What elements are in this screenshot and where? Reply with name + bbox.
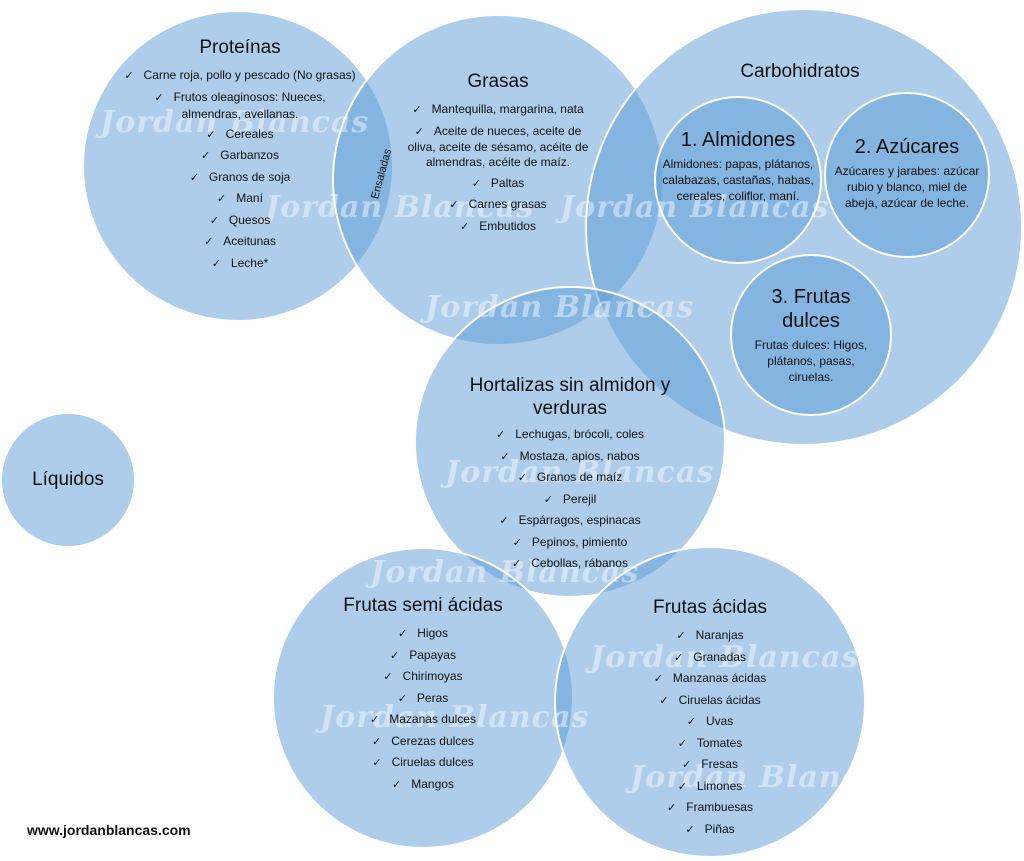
hortalizas-title: Hortalizas sin almidon y verduras <box>469 375 671 419</box>
group-proteinas: Proteínas Carne roja, pollo y pescado (N… <box>110 36 370 274</box>
list-item: Embutidos <box>398 216 598 238</box>
watermark: Jordan Blancas <box>560 190 830 225</box>
group-liquidos: Líquidos <box>10 468 126 497</box>
list-item: Papayas <box>323 645 523 667</box>
list-item: Mostaza, apios, nabos <box>460 446 680 468</box>
group-azucares: 2. Azúcares Azúcares y jarabes: azúcar r… <box>832 135 982 211</box>
semi-acidas-title: Frutas semi ácidas <box>343 595 503 616</box>
list-item: Fresas <box>610 754 810 776</box>
group-almidones: 1. Almidones Almidones: papas, plátanos,… <box>662 128 814 204</box>
list-item: Carnes grasas <box>398 194 598 216</box>
list-item: Peras <box>323 688 523 710</box>
group-acidas: Frutas ácidas Naranjas Granadas Manzanas… <box>610 596 810 840</box>
group-semi-acidas: Frutas semi ácidas Higos Papayas Chirimo… <box>323 594 523 795</box>
list-item: Granos de soja <box>110 167 370 189</box>
list-item: Cereales <box>110 124 370 146</box>
list-item: Paltas <box>398 173 598 195</box>
list-item: Mangos <box>323 774 523 796</box>
list-item: Frambuesas <box>610 797 810 819</box>
list-item: Cerezas dulces <box>323 731 523 753</box>
list-item: Granos de maíz <box>460 467 680 489</box>
list-item: Manzanas ácidas <box>610 668 810 690</box>
group-frutas-dulces: 3. Frutas dulces Frutas dulces: Higos, p… <box>751 285 871 385</box>
circle-frutas-dulces <box>730 254 892 416</box>
list-item: Frutos oleaginosos: Nueces, almendras, a… <box>110 87 370 124</box>
list-item: Mazanas dulces <box>323 709 523 731</box>
list-item: Uvas <box>610 711 810 733</box>
carbohidratos-title: Carbohidratos <box>700 60 900 89</box>
circle-azucares <box>824 92 990 258</box>
group-grasas: Grasas Mantequilla, margarina, nata Acei… <box>398 70 598 237</box>
list-item: Limones <box>610 776 810 798</box>
watermark: Jordan Blancas <box>425 290 695 325</box>
list-item: Quesos <box>110 210 370 232</box>
list-item: Aceite de nueces, aceite de oliva, aceit… <box>398 121 598 173</box>
azucares-title: 2. Azúcares <box>854 136 960 158</box>
list-item: Ciruelas dulces <box>323 752 523 774</box>
list-item: Cebollas, rábanos <box>460 553 680 575</box>
almidones-desc: Almidones: papas, plátanos, calabazas, c… <box>662 157 814 203</box>
list-item: Espárragos, espinacas <box>460 510 680 532</box>
list-item: Mantequilla, margarina, nata <box>398 99 598 121</box>
acidas-title: Frutas ácidas <box>652 597 768 618</box>
list-item: Perejil <box>460 489 680 511</box>
circle-almidones <box>654 96 822 264</box>
carbohidratos-title-text: Carbohidratos <box>740 61 860 82</box>
list-item: Maní <box>110 188 370 210</box>
list-item: Ciruelas ácidas <box>610 690 810 712</box>
azucares-desc: Azúcares y jarabes: azúcar rubio y blanc… <box>834 164 980 210</box>
list-item: Carne roja, pollo y pescado (No grasas) <box>110 65 370 87</box>
grasas-title: Grasas <box>467 71 529 92</box>
list-item: Garbanzos <box>110 145 370 167</box>
list-item: Naranjas <box>610 625 810 647</box>
frutas-dulces-title: 3. Frutas dulces <box>771 286 851 332</box>
list-item: Leche* <box>110 253 370 275</box>
list-item: Piñas <box>610 819 810 841</box>
list-item: Tomates <box>610 733 810 755</box>
circle-liquidos <box>0 412 136 548</box>
list-item: Aceitunas <box>110 231 370 253</box>
list-item: Granadas <box>610 647 810 669</box>
frutas-dulces-desc: Frutas dulces: Higos, plátanos, pasas, c… <box>754 338 868 384</box>
list-item: Chirimoyas <box>323 666 523 688</box>
list-item: Lechugas, brócoli, coles <box>460 424 680 446</box>
website-footer: www.jordanblancas.com <box>27 822 191 838</box>
proteinas-title: Proteínas <box>199 37 281 58</box>
group-hortalizas: Hortalizas sin almidon y verduras Lechug… <box>460 374 680 575</box>
almidones-title: 1. Almidones <box>680 129 796 151</box>
liquidos-title: Líquidos <box>32 469 104 490</box>
list-item: Higos <box>323 623 523 645</box>
list-item: Pepinos, pimiento <box>460 532 680 554</box>
